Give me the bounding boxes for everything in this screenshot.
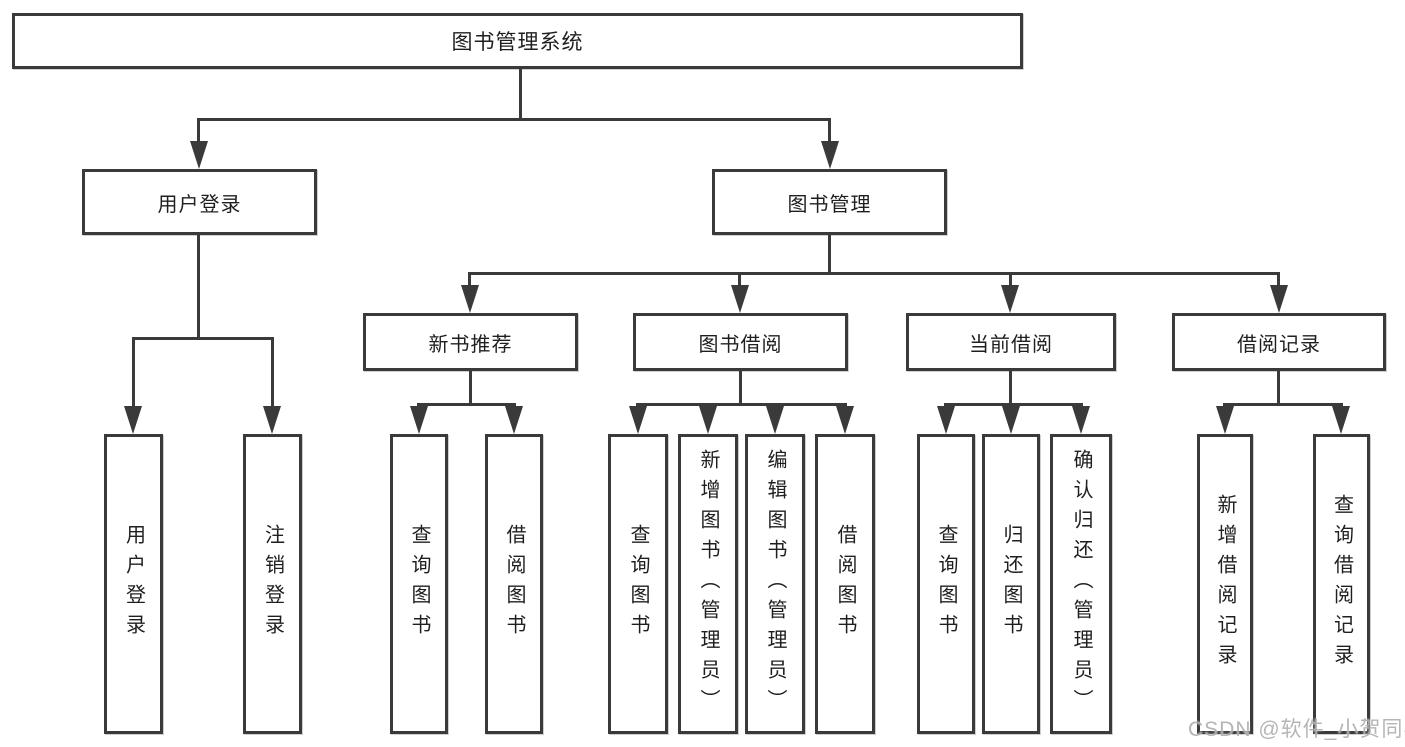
arrow-down-icon (1216, 406, 1234, 434)
arrow-down-icon (190, 141, 208, 169)
arrow-down-icon (461, 285, 479, 313)
arrow-down-icon (124, 406, 142, 434)
connector-level2-rail (197, 118, 831, 121)
leaf-label: 注销登录 (261, 524, 284, 644)
node-book-management: 图书管理 (712, 169, 947, 235)
arrow-down-icon (766, 406, 784, 434)
connector-new-book-stub (469, 371, 472, 406)
arrow-down-icon (410, 406, 428, 434)
arrow-down-icon (821, 141, 839, 169)
arrow-down-icon (263, 406, 281, 434)
connector-root-stub (519, 69, 522, 120)
node-label: 用户登录 (157, 193, 242, 216)
node-label: 图书管理系统 (451, 31, 584, 54)
arrow-down-icon (1270, 285, 1288, 313)
connector-level3-rail (468, 272, 1280, 275)
leaf-label: 新增借阅记录 (1214, 494, 1236, 674)
arrow-down-icon (731, 285, 749, 313)
leaf-edit-books-admin: 编辑图书（管理员） (745, 434, 805, 734)
node-current-borrow: 当前借阅 (906, 313, 1116, 371)
node-label: 当前借阅 (969, 333, 1053, 356)
connector-level3-shaft (468, 272, 471, 288)
connector-current-borrow-stub (1009, 371, 1012, 406)
connector-level3-shaft (1277, 272, 1280, 288)
node-library-management-system: 图书管理系统 (12, 13, 1023, 69)
leaf-confirm-return-admin: 确认归还（管理员） (1050, 434, 1112, 734)
connector-book-borrow-stub (739, 371, 742, 406)
leaf-label: 归还图书 (1000, 524, 1022, 644)
leaf-label: 编辑图书（管理员） (764, 449, 786, 719)
connector-leaf-shaft (271, 337, 274, 409)
leaf-label: 借阅图书 (503, 524, 525, 644)
node-borrow-record: 借阅记录 (1172, 313, 1386, 371)
arrow-down-icon (1002, 406, 1020, 434)
leaf-label: 确认归还（管理员） (1070, 449, 1092, 719)
connector-user-login-shaft (197, 118, 200, 146)
node-book-borrow: 图书借阅 (633, 313, 848, 371)
leaf-borrow-books-recommend: 借阅图书 (485, 434, 543, 734)
leaf-label: 查询图书 (935, 524, 957, 644)
node-user-login: 用户登录 (82, 169, 317, 235)
arrow-down-icon (505, 406, 523, 434)
leaf-label: 查询图书 (627, 524, 649, 644)
node-label: 图书管理 (787, 193, 872, 216)
leaf-return-books: 归还图书 (982, 434, 1040, 734)
leaf-logout: 注销登录 (243, 434, 302, 734)
connector-level3-shaft (1009, 272, 1012, 288)
leaf-add-books-admin: 新增图书（管理员） (678, 434, 738, 734)
leaf-query-books-borrow: 查询图书 (608, 434, 668, 734)
connector-leaf-shaft (132, 337, 135, 409)
leaf-label: 用户登录 (122, 524, 145, 644)
leaf-add-borrow-record: 新增借阅记录 (1197, 434, 1253, 734)
arrow-down-icon (1001, 285, 1019, 313)
leaf-user-login: 用户登录 (104, 434, 163, 734)
leaf-label: 借阅图书 (834, 524, 856, 644)
connector-book-mgmt-stub (828, 235, 831, 272)
arrow-down-icon (629, 406, 647, 434)
leaf-query-books-current: 查询图书 (917, 434, 975, 734)
leaf-query-borrow-record: 查询借阅记录 (1313, 434, 1370, 734)
leaf-label: 查询图书 (408, 524, 430, 644)
leaf-query-books-recommend: 查询图书 (390, 434, 448, 734)
connector-new-book-rail (417, 403, 516, 406)
node-new-book-recommend: 新书推荐 (363, 313, 578, 371)
connector-book-borrow-rail (636, 403, 847, 406)
arrow-down-icon (1332, 406, 1350, 434)
leaf-label: 新增图书（管理员） (697, 449, 719, 719)
connector-book-mgmt-shaft (828, 118, 831, 146)
arrow-down-icon (1072, 406, 1090, 434)
connector-user-login-rail (132, 337, 274, 340)
arrow-down-icon (699, 406, 717, 434)
connector-current-borrow-rail (944, 403, 1083, 406)
connector-user-login-stub (197, 235, 200, 340)
leaf-borrow-books: 借阅图书 (815, 434, 875, 734)
connector-borrow-record-stub (1277, 371, 1280, 406)
connector-level3-shaft (738, 272, 741, 288)
connector-borrow-record-rail (1223, 403, 1343, 406)
arrow-down-icon (937, 406, 955, 434)
node-label: 图书借阅 (698, 333, 783, 356)
csdn-watermark: CSDN @软件_小贺同学 (1188, 718, 1405, 741)
node-label: 借阅记录 (1237, 333, 1321, 356)
arrow-down-icon (836, 406, 854, 434)
node-label: 新书推荐 (428, 333, 513, 356)
leaf-label: 查询借阅记录 (1330, 494, 1353, 674)
